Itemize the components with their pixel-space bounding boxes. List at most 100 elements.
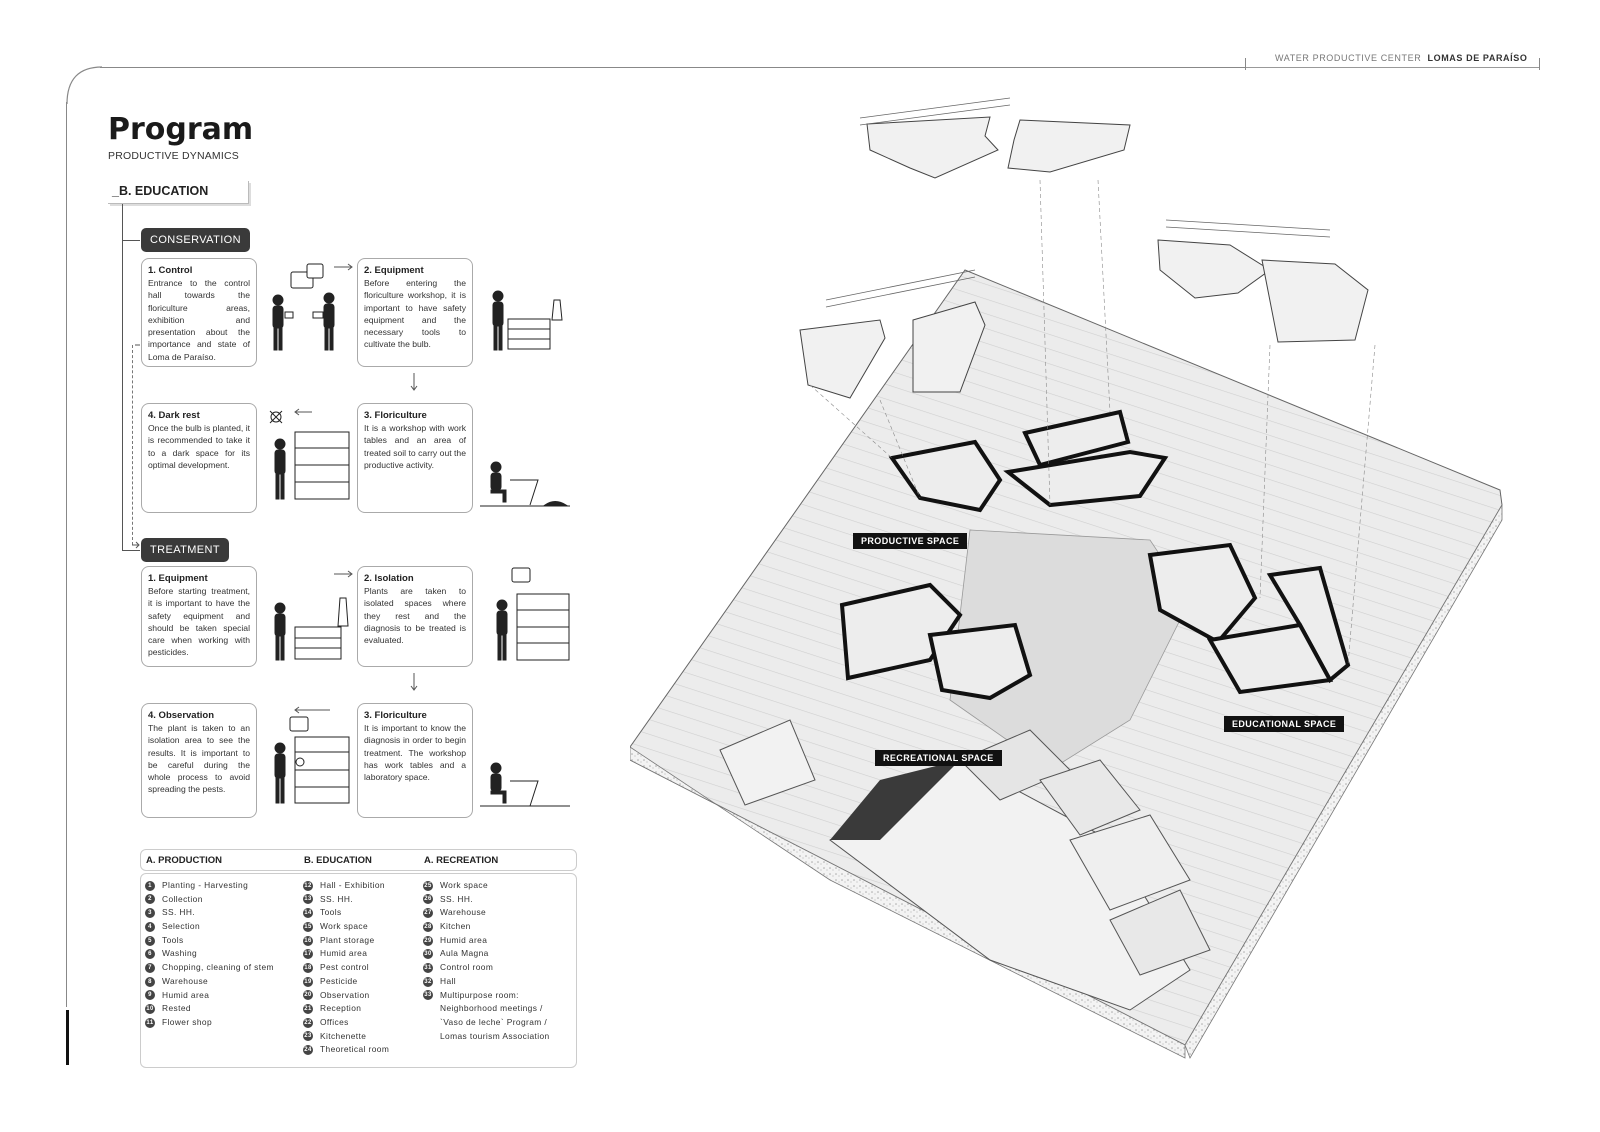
legend-number-badge: 13: [303, 894, 313, 905]
productive-building: [888, 409, 1169, 513]
legend-item-label: Plant storage: [320, 934, 375, 945]
legend-item-label: Observation: [320, 989, 370, 1000]
treatment-card-equipment: 1. Equipment Before starting treatment, …: [141, 566, 257, 667]
projection-lines: [809, 179, 1376, 666]
legend-number-badge: 16: [303, 935, 313, 946]
legend-item: 23 Kitchenette: [303, 1030, 389, 1044]
axonometric-drawing: [630, 97, 1503, 1059]
legend-item-label: Tools: [320, 907, 342, 918]
legend-number-badge: 17: [303, 949, 313, 960]
legend-item-label: Planting - Harvesting: [162, 880, 249, 890]
legend-item-label: Lomas tourism Association: [440, 1030, 550, 1041]
card-body: It is a workshop with work tables and an…: [364, 423, 466, 470]
road: [830, 760, 960, 840]
legend-number-badge: 24: [303, 1045, 313, 1056]
legend-number-badge: 29: [423, 935, 433, 946]
treatment-label: TREATMENT: [141, 538, 230, 562]
legend-item: 2 Collection: [145, 893, 274, 907]
legend-number-badge: 23: [303, 1031, 313, 1042]
legend-item-label: Rested: [162, 1003, 191, 1014]
productive-space-label: PRODUCTIVE SPACE: [853, 533, 968, 549]
roof-plates: [799, 116, 1369, 399]
legend-number-badge: 10: [145, 1003, 155, 1014]
page-title: Program: [108, 112, 254, 147]
legend-body: [140, 873, 577, 1068]
tree-trunk: [122, 204, 123, 550]
card-body: The plant is taken to an isolation area …: [148, 723, 250, 795]
card-body: Before entering the floriculture worksho…: [364, 278, 466, 350]
header-rule: [1245, 67, 1540, 68]
legend-number-badge: 15: [303, 921, 313, 932]
legend-item: 29 Humid area: [423, 934, 550, 948]
conservation-card-equipment: 2. Equipment Before entering the floricu…: [357, 258, 473, 367]
legend-item: 4 Selection: [145, 920, 274, 934]
legend-education-title: B. EDUCATION: [304, 855, 372, 866]
legend-item-label: Reception: [320, 1003, 362, 1014]
legend-number-badge: 2: [145, 894, 155, 905]
legend-item-label: Pest control: [320, 962, 370, 973]
legend-item-label: Selection: [162, 921, 201, 932]
legend-item-label: Flower shop: [162, 1016, 213, 1027]
treatment-card-observation: 4. Observation The plant is taken to an …: [141, 703, 257, 818]
legend-item: 16 Plant storage: [303, 934, 389, 948]
legend-item-label: Tools: [162, 934, 184, 945]
legend-number-badge: 7: [145, 962, 155, 973]
legend-panel: A. PRODUCTION B. EDUCATION A. RECREATION…: [140, 849, 577, 1068]
conservation-card-control: 1. Control Entrance to the control hall …: [141, 258, 257, 367]
legend-item-label: Humid area: [440, 934, 488, 945]
page-subtitle: PRODUCTIVE DYNAMICS: [108, 150, 239, 162]
legend-item: 21 Reception: [303, 1002, 389, 1016]
arrow-left: [294, 706, 330, 714]
legend-item-label: Aula Magna: [440, 948, 489, 959]
people-talking-icon: [272, 263, 335, 351]
legend-item-label: Multipurpose room:: [440, 989, 519, 1000]
central-plaza: [949, 529, 1191, 771]
legend-number-badge: 27: [423, 908, 433, 919]
card-body: Before starting treatment, it is importa…: [148, 586, 250, 658]
legend-item: 33 Multipurpose room:: [423, 989, 550, 1003]
legend-number-badge: 33: [423, 990, 433, 1001]
card-title: 3. Floriculture: [364, 410, 427, 421]
legend-item-label: Work space: [440, 880, 489, 890]
legend-item: 17 Humid area: [303, 947, 389, 961]
person-at-cabinet-icon: [274, 597, 349, 661]
process-arrows: [132, 263, 418, 714]
card-body: Plants are taken to isolated spaces wher…: [364, 586, 466, 646]
legend-number-badge: 32: [423, 976, 433, 987]
educational-space-label: EDUCATIONAL SPACE: [1224, 716, 1345, 732]
legend-item-label: Work space: [320, 921, 369, 932]
legend-item-label: Warehouse: [162, 975, 209, 986]
seated-worker-icon: [480, 461, 570, 507]
legend-number-badge: 21: [303, 1003, 313, 1014]
legend-item-label: SS. HH.: [162, 907, 196, 918]
card-title: 4. Dark rest: [148, 410, 200, 421]
project-prefix: WATER PRODUCTIVE CENTER: [1275, 53, 1422, 63]
legend-item-label: Kitchen: [440, 921, 471, 932]
legend-item-label: Humid area: [320, 948, 368, 959]
legend-item-label: Chopping, cleaning of stem: [162, 962, 274, 973]
legend-item-label: Kitchenette: [320, 1030, 367, 1041]
legend-number-badge: 4: [145, 921, 155, 932]
legend-item-label: Collection: [162, 893, 203, 904]
conservation-card-floriculture: 3. Floriculture It is a workshop with wo…: [357, 403, 473, 513]
person-at-table-icon: [492, 290, 563, 351]
legend-item-label: Pesticide: [320, 975, 358, 986]
housing-blocks: [719, 719, 1211, 1011]
pergolas: [825, 97, 1331, 308]
arrow-right: [334, 263, 353, 271]
legend-item-label: Humid area: [162, 989, 210, 1000]
tree-branch-conservation: [122, 240, 140, 241]
section-title: _B. EDUCATION: [108, 181, 249, 204]
